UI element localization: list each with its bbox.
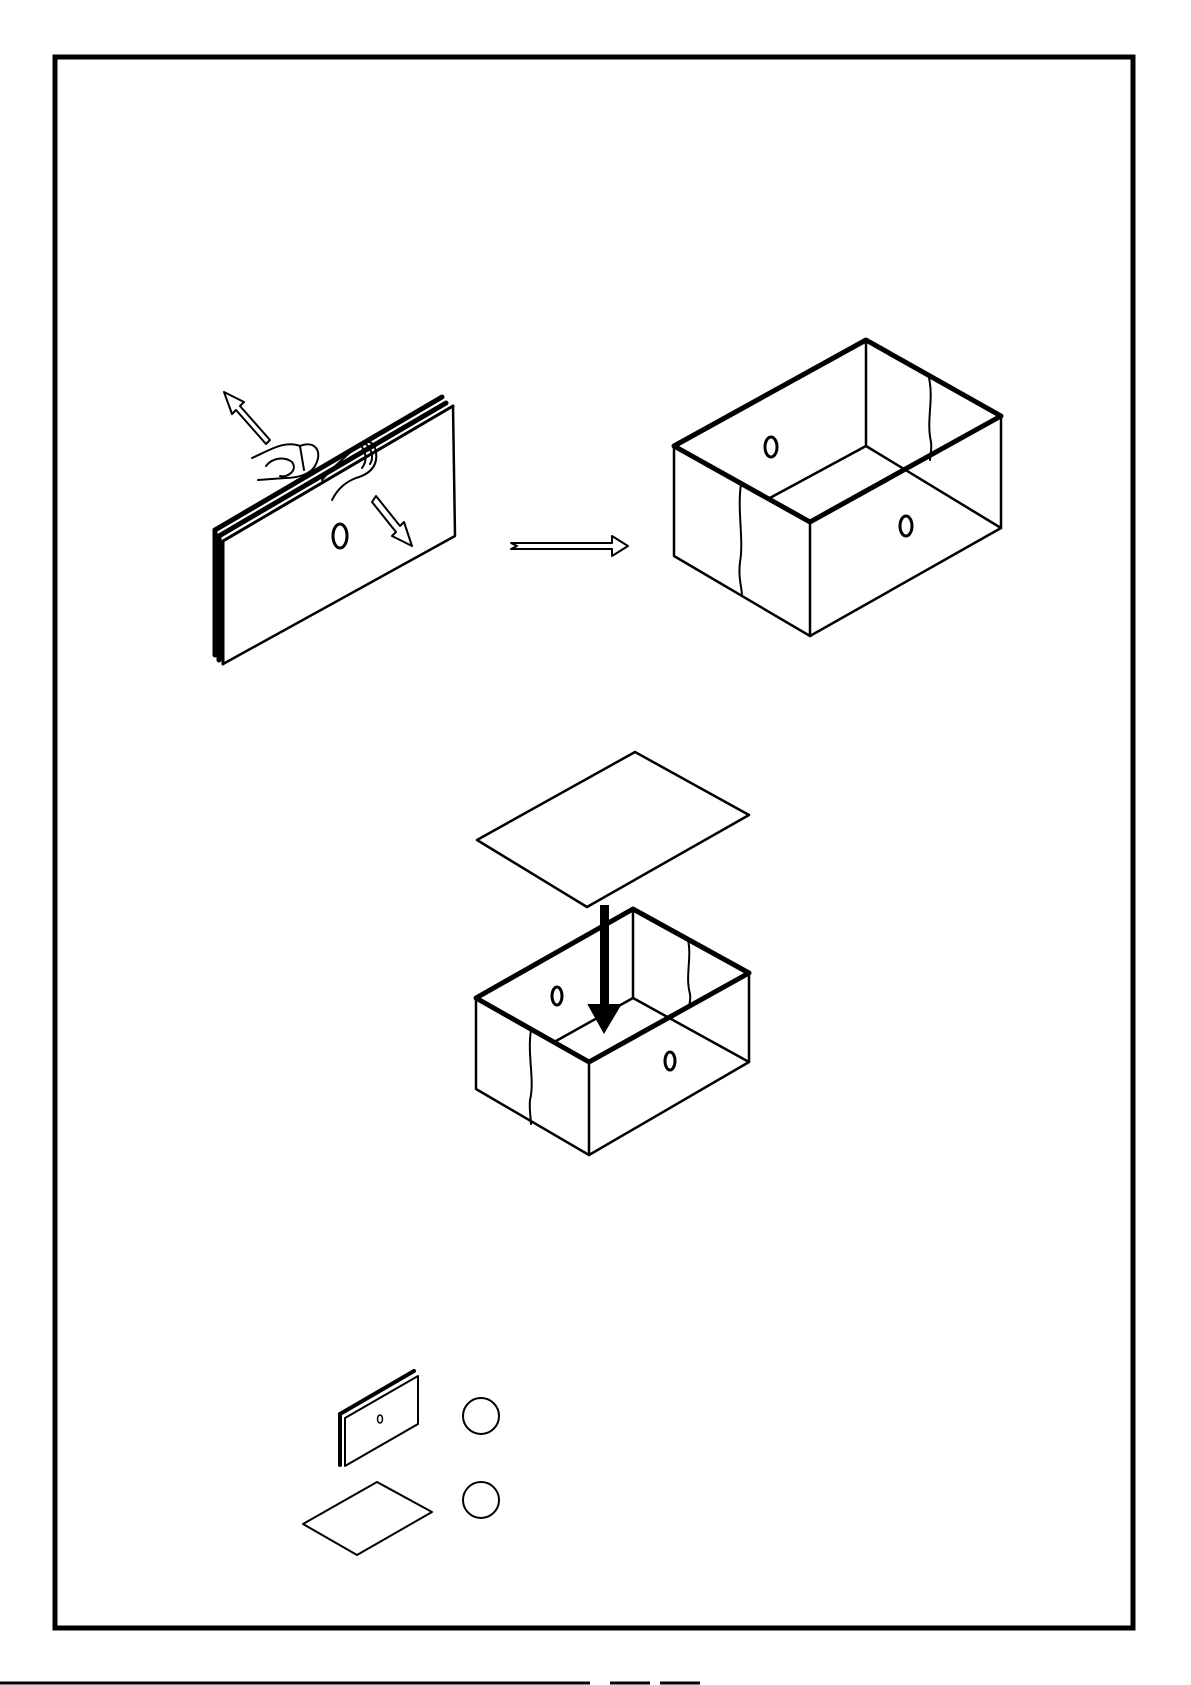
bottom-board-icon	[477, 752, 749, 907]
page-border	[55, 57, 1133, 1628]
folded-panel-with-hands-icon	[215, 392, 455, 664]
bottom-board-icon	[303, 1482, 432, 1555]
open-box-icon	[674, 340, 1001, 636]
part-marker-circle	[463, 1398, 499, 1434]
hollow-right-arrow-icon	[511, 536, 628, 556]
open-box-icon	[476, 909, 749, 1155]
part-marker-circle	[463, 1482, 499, 1518]
parts-legend	[303, 1371, 499, 1555]
folded-panel-icon	[340, 1371, 418, 1466]
handle-hole-icon	[333, 524, 347, 548]
